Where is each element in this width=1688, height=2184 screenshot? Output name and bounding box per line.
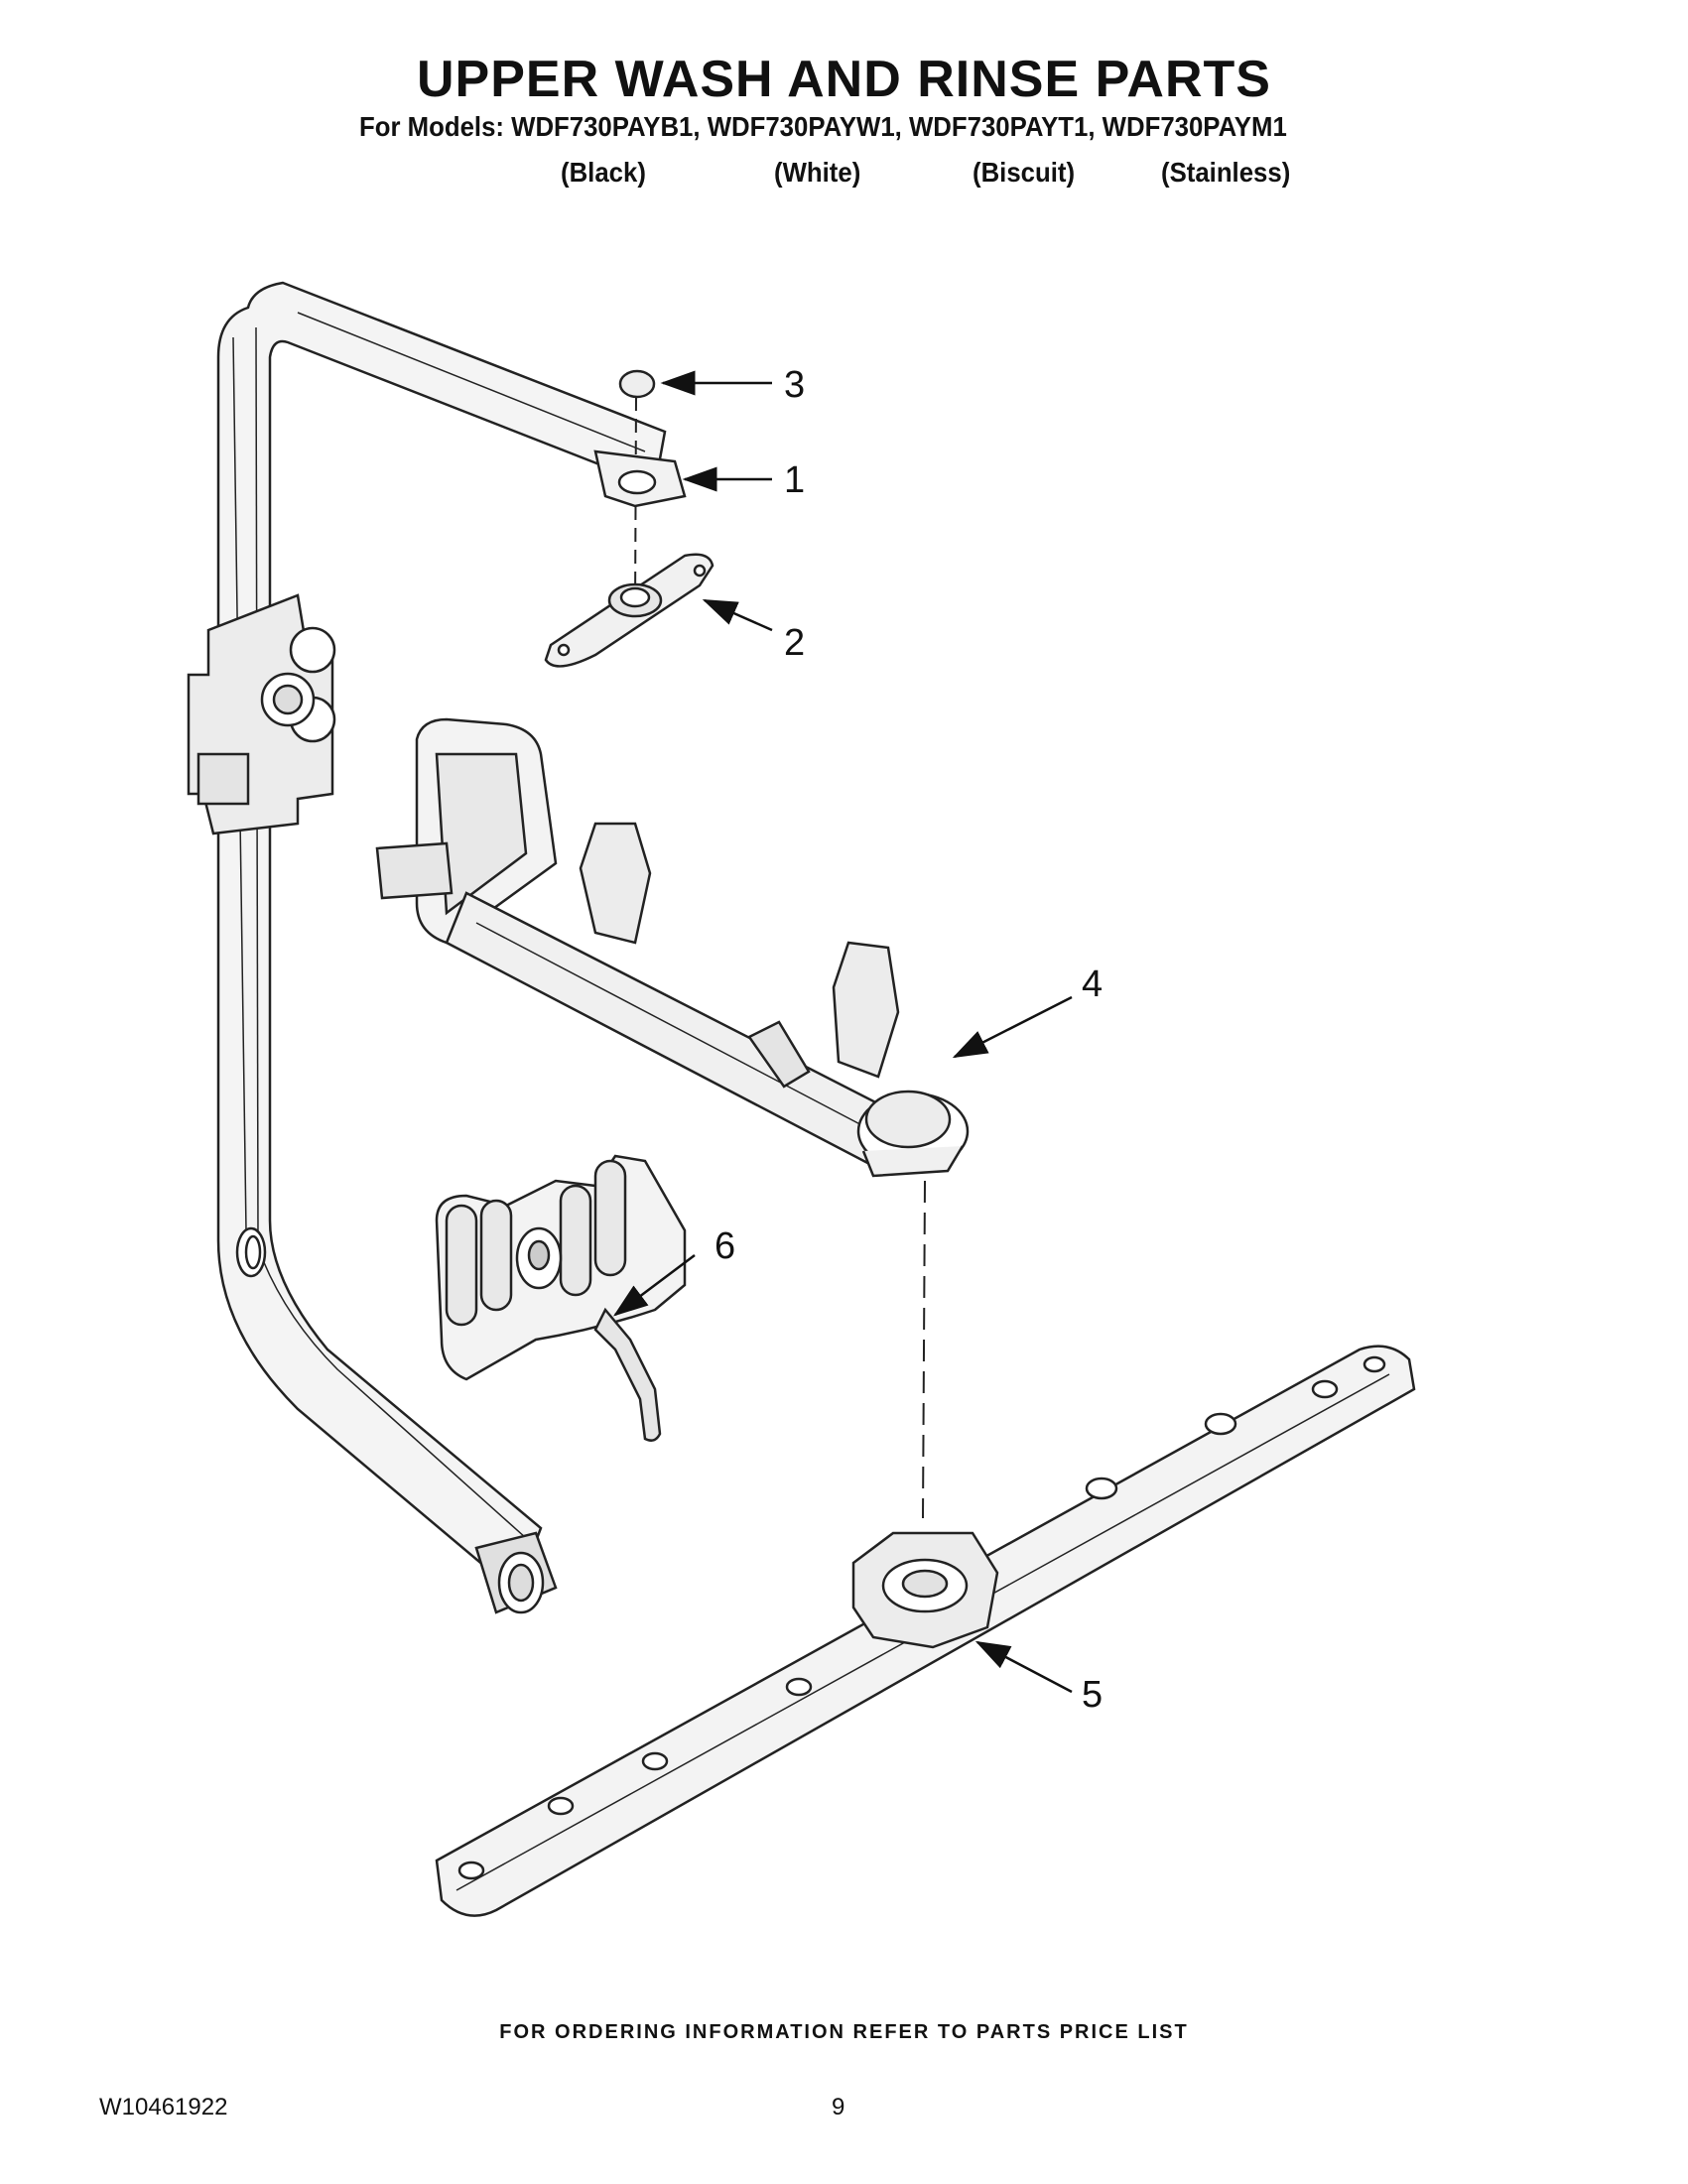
part-1-arm-end — [593, 450, 687, 508]
callout-2: 2 — [784, 622, 805, 664]
supply-tube — [187, 281, 667, 1614]
models-line: For Models: WDF730PAYB1, WDF730PAYW1, WD… — [359, 111, 1287, 142]
part-5-lower-spray-arm — [435, 1345, 1416, 1917]
page-number: 9 — [832, 2094, 845, 2120]
leader-2 — [702, 598, 773, 632]
leader-lines — [613, 370, 1073, 1694]
part-6-deflector — [435, 1154, 687, 1442]
variant-white: (White) — [774, 157, 861, 188]
callout-6: 6 — [714, 1225, 735, 1267]
callout-1: 1 — [784, 459, 805, 501]
part-4-spray-manifold — [375, 717, 970, 1178]
variant-biscuit: (Biscuit) — [973, 157, 1076, 188]
assembly-axis-lower — [922, 1180, 926, 1519]
ordering-note: FOR ORDERING INFORMATION REFER TO PARTS … — [499, 2021, 1189, 2043]
document-number: W10461922 — [99, 2094, 228, 2120]
page-title: UPPER WASH AND RINSE PARTS — [417, 51, 1271, 108]
callout-5: 5 — [1082, 1674, 1103, 1716]
callout-4: 4 — [1082, 964, 1103, 1005]
leader-6 — [613, 1254, 696, 1317]
leader-5 — [974, 1640, 1073, 1694]
leader-4 — [952, 995, 1073, 1059]
variant-black: (Black) — [561, 157, 646, 188]
part-2-spray-bracket — [544, 553, 714, 668]
callout-3: 3 — [784, 364, 805, 406]
variant-stainless: (Stainless) — [1161, 157, 1291, 188]
part-3-cap — [618, 369, 656, 399]
